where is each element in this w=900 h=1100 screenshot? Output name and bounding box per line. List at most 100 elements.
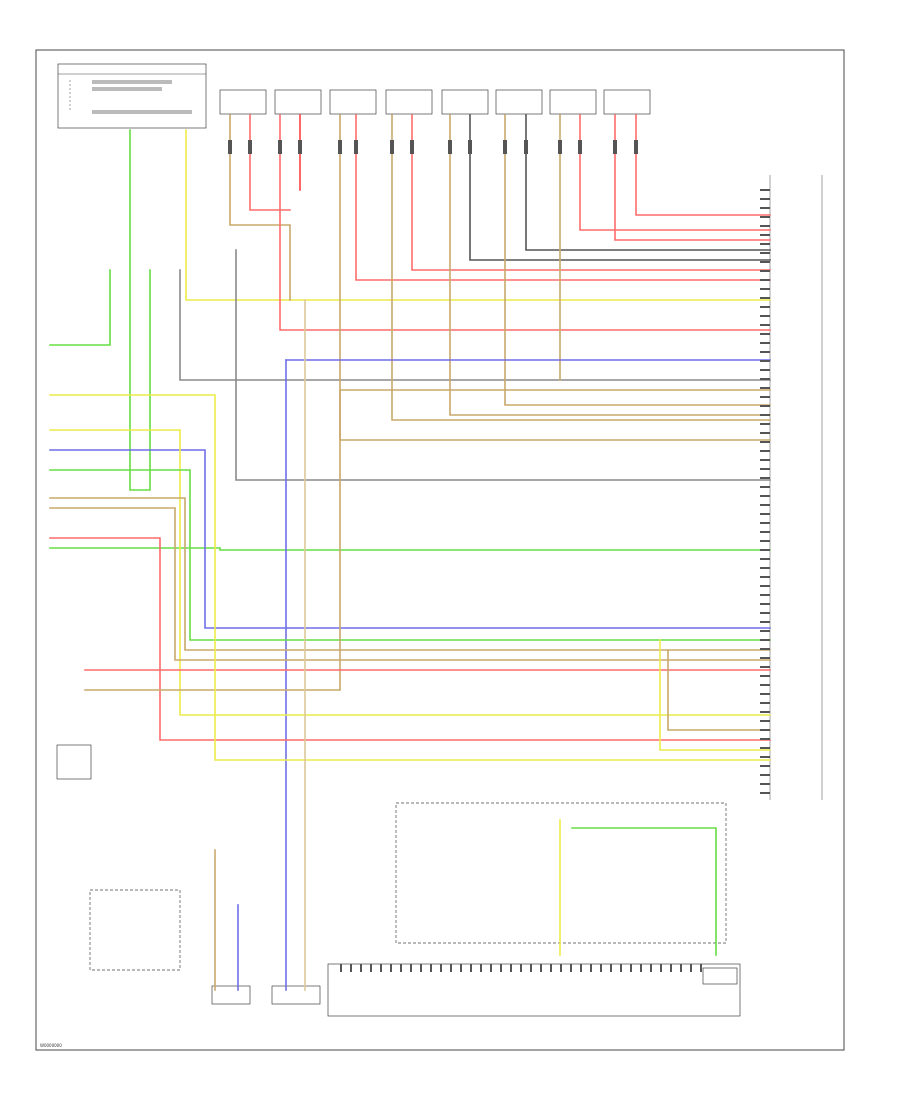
connector-pin bbox=[760, 513, 770, 515]
connector-pin bbox=[760, 675, 770, 677]
connector-pin bbox=[760, 288, 770, 290]
connector-pin bbox=[760, 774, 770, 776]
terminal-stub bbox=[634, 140, 638, 154]
terminal-stub bbox=[390, 140, 394, 154]
connector-pin bbox=[760, 279, 770, 281]
connector-pin bbox=[760, 738, 770, 740]
connector-pin bbox=[760, 297, 770, 299]
module-pin bbox=[370, 964, 372, 972]
left-fuse-box bbox=[56, 744, 92, 780]
terminal-stub bbox=[338, 140, 342, 154]
wire-tan-39 bbox=[667, 649, 771, 731]
wire-tan-11 bbox=[391, 114, 771, 421]
wire-red-6 bbox=[249, 114, 291, 211]
connector-pin bbox=[760, 360, 770, 362]
connector-pin bbox=[760, 225, 770, 227]
module-pin bbox=[340, 964, 342, 972]
module-pin bbox=[460, 964, 462, 972]
connector-pin bbox=[760, 306, 770, 308]
terminal-stub bbox=[503, 140, 507, 154]
module-pin bbox=[700, 964, 702, 972]
diagram-frame bbox=[35, 49, 845, 1051]
terminal-stub bbox=[410, 140, 414, 154]
module-pin bbox=[670, 964, 672, 972]
connector-pin bbox=[760, 342, 770, 344]
connector-pin bbox=[760, 522, 770, 524]
connector-pin bbox=[760, 630, 770, 632]
module-pin bbox=[540, 964, 542, 972]
module-pin bbox=[650, 964, 652, 972]
bottom-modules bbox=[211, 802, 741, 1017]
figure-code: W0000000 bbox=[40, 1043, 62, 1048]
wire-blue-22 bbox=[49, 449, 771, 629]
wire-gray-4 bbox=[235, 249, 771, 481]
connector-pin bbox=[760, 441, 770, 443]
connector-pin bbox=[760, 378, 770, 380]
module-pin bbox=[590, 964, 592, 972]
wire-red-18 bbox=[579, 114, 771, 231]
wire-red-19 bbox=[614, 114, 771, 241]
connector-pin bbox=[760, 747, 770, 749]
connector-pin bbox=[760, 207, 770, 209]
connector-pin bbox=[760, 792, 770, 794]
wire-yellow-38 bbox=[659, 639, 771, 751]
connector-pin bbox=[760, 495, 770, 497]
wire-red-12 bbox=[411, 114, 771, 271]
module-pin bbox=[570, 964, 572, 972]
wire-dark_gray-16 bbox=[525, 114, 771, 251]
connector-pin bbox=[760, 783, 770, 785]
wire-red-10 bbox=[355, 114, 771, 281]
module-pin bbox=[620, 964, 622, 972]
connector-pin bbox=[760, 603, 770, 605]
module-pin bbox=[490, 964, 492, 972]
wire-green-36 bbox=[571, 827, 717, 956]
connector-pin bbox=[760, 657, 770, 659]
connector-pin bbox=[760, 324, 770, 326]
connector-pin bbox=[760, 243, 770, 245]
connector-pin bbox=[760, 423, 770, 425]
wire-green-26 bbox=[49, 469, 771, 641]
connector-pin bbox=[760, 333, 770, 335]
wire-red-20 bbox=[635, 114, 771, 216]
module-pin bbox=[410, 964, 412, 972]
connector-pin bbox=[760, 612, 770, 614]
module-pin bbox=[580, 964, 582, 972]
connector-pin bbox=[760, 234, 770, 236]
terminal-stub bbox=[578, 140, 582, 154]
wire-red-27 bbox=[49, 537, 771, 741]
wire-tan-30 bbox=[84, 389, 771, 691]
connector-pin bbox=[760, 531, 770, 533]
connector-pin bbox=[760, 693, 770, 695]
connector-pin bbox=[760, 270, 770, 272]
left-clock-box bbox=[89, 889, 181, 971]
connector-pin bbox=[760, 369, 770, 371]
connector-pin bbox=[760, 387, 770, 389]
connector-pin bbox=[760, 351, 770, 353]
terminal-stub bbox=[278, 140, 282, 154]
wire-tan-29 bbox=[49, 497, 771, 651]
top-left-module bbox=[57, 63, 207, 129]
connector-pin bbox=[760, 459, 770, 461]
terminal-stub bbox=[448, 140, 452, 154]
connector-pin bbox=[760, 729, 770, 731]
terminal-stub bbox=[248, 140, 252, 154]
wire-green-1 bbox=[129, 129, 151, 491]
connector-pin bbox=[760, 405, 770, 407]
module-pin bbox=[560, 964, 562, 972]
connector-pin bbox=[760, 189, 770, 191]
terminal-stub bbox=[524, 140, 528, 154]
connector-group bbox=[228, 140, 770, 972]
connector-pin bbox=[760, 720, 770, 722]
right-connector-column bbox=[769, 175, 823, 800]
connector-pin bbox=[760, 540, 770, 542]
terminal-stub bbox=[558, 140, 562, 154]
connector-pin bbox=[760, 594, 770, 596]
module-pin bbox=[470, 964, 472, 972]
module-pin bbox=[360, 964, 362, 972]
module-pin bbox=[640, 964, 642, 972]
connector-pin bbox=[760, 585, 770, 587]
connector-pin bbox=[760, 567, 770, 569]
wire-yellow-0 bbox=[185, 129, 771, 301]
connector-pin bbox=[760, 486, 770, 488]
